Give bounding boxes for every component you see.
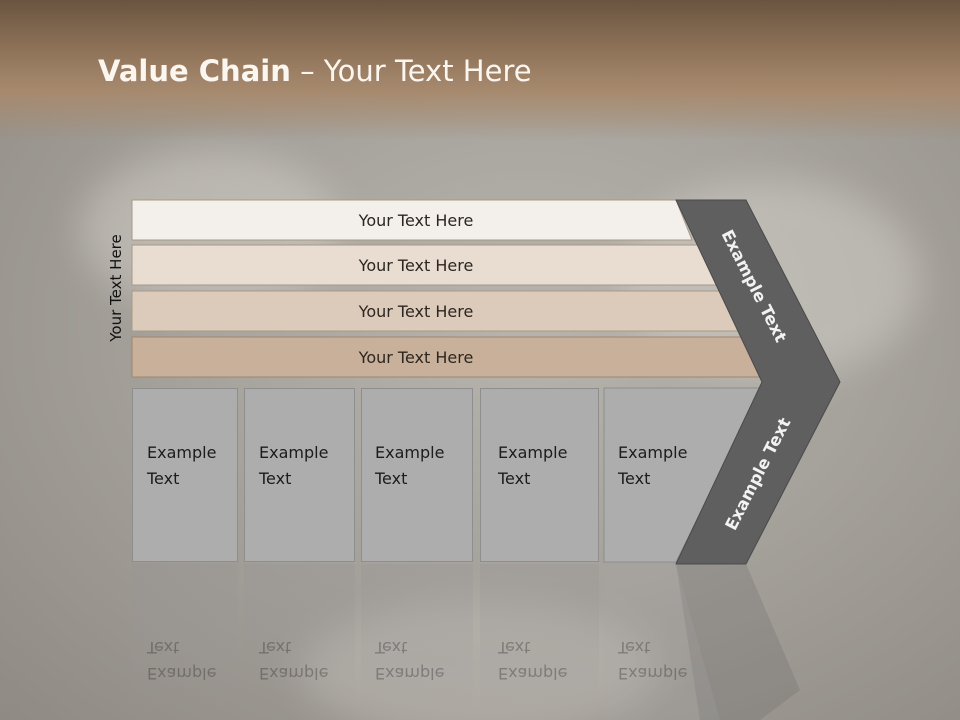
band-2[interactable] — [131, 244, 717, 286]
box-2-reflection — [244, 564, 355, 720]
box-4-reflection — [480, 564, 599, 720]
header-band — [0, 0, 960, 140]
box-2-reflection-label: Example Text — [259, 638, 329, 683]
box-2[interactable] — [244, 388, 355, 562]
box-5-reflection-label: Example Text — [618, 638, 688, 683]
title-rest: – Your Text Here — [290, 54, 532, 88]
box-1[interactable] — [132, 388, 238, 562]
box-1-reflection-label: Example Text — [147, 638, 217, 683]
title-bold: Value Chain — [98, 54, 291, 88]
box-5-shape[interactable] — [603, 387, 763, 563]
box-5-label: Example Text — [618, 443, 688, 488]
box-2-label: Example Text — [259, 443, 329, 488]
box-5-reflection — [604, 564, 720, 720]
band-3[interactable] — [131, 290, 741, 332]
box-4[interactable] — [480, 388, 599, 562]
slide-title: Value Chain – Your Text Here — [98, 54, 532, 88]
background-cloud — [300, 600, 660, 720]
box-1-reflection — [132, 564, 238, 720]
box-3-reflection — [361, 564, 473, 720]
box-3[interactable] — [361, 388, 473, 562]
box-1-label: Example Text — [147, 443, 217, 488]
box-3-label: Example Text — [375, 443, 445, 488]
box-3-reflection-label: Example Text — [375, 638, 445, 683]
band-4[interactable] — [131, 336, 765, 378]
band-1[interactable] — [131, 199, 693, 241]
chevron-reflection — [676, 564, 800, 720]
chevron-arrow[interactable] — [675, 199, 841, 565]
box-4-reflection-label: Example Text — [498, 638, 568, 683]
box-4-label: Example Text — [498, 443, 568, 488]
